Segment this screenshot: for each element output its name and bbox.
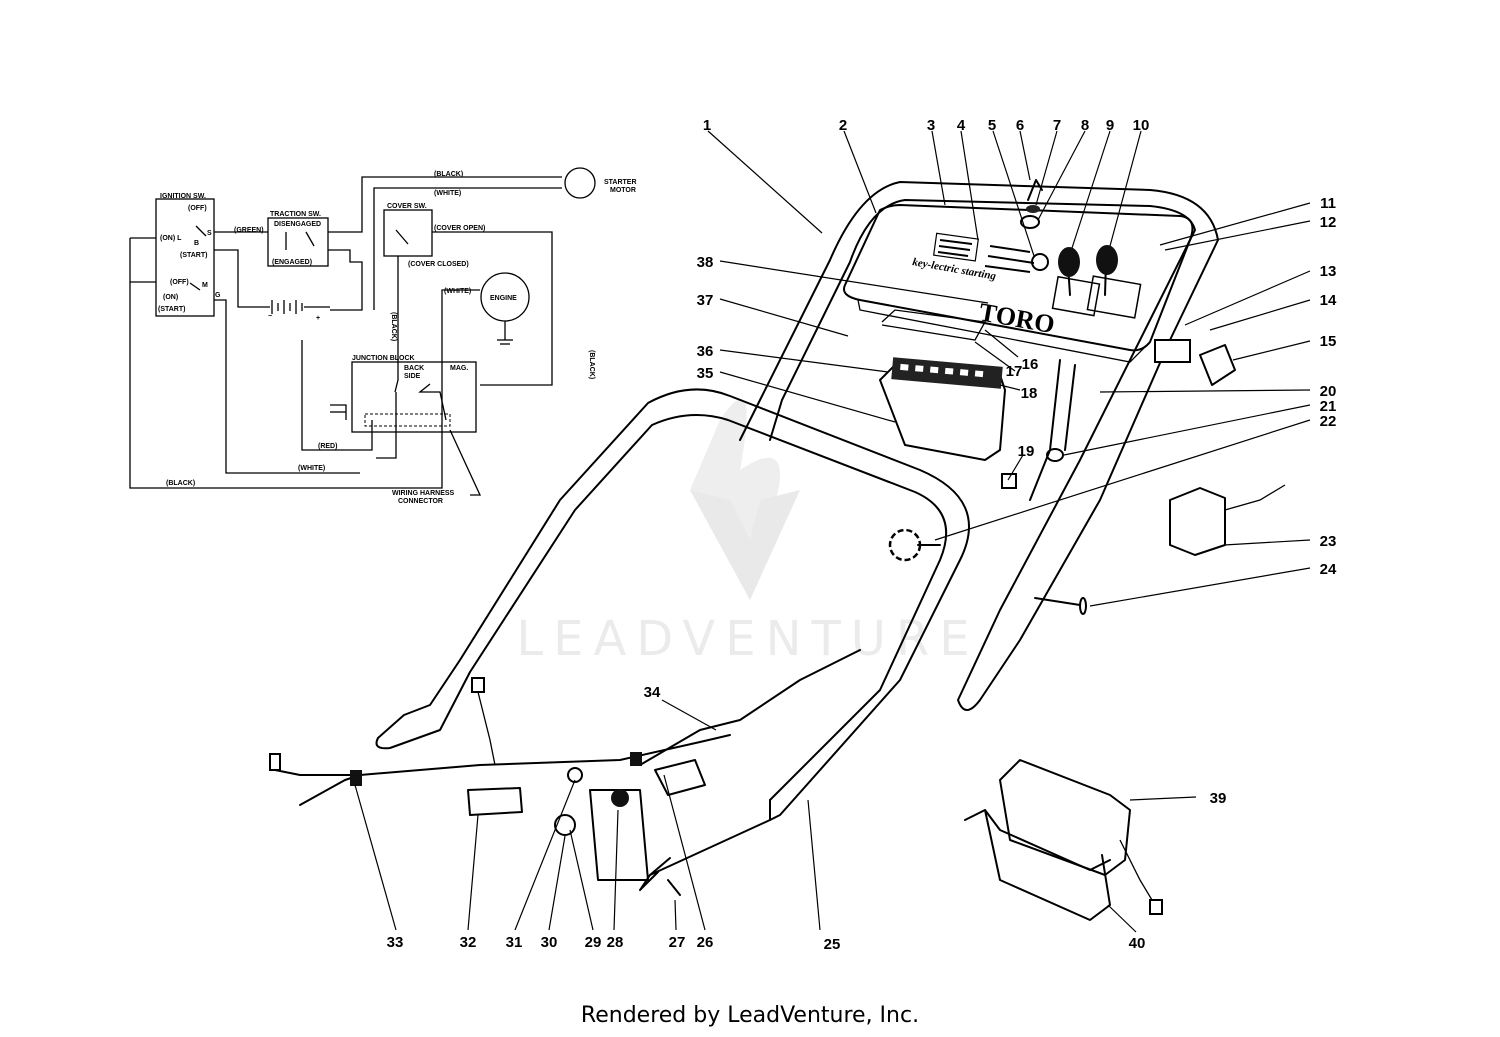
callout-numbers: 1 2 3 4 5 6 7 8 9 10 11 12 13 14 15 16 1… (387, 117, 1337, 953)
callout-17: 17 (1006, 363, 1023, 380)
ignition-switch-label: IGNITION SW. (160, 193, 206, 200)
callout-35: 35 (697, 365, 714, 382)
callout-1: 1 (703, 117, 711, 134)
lever-9 (1051, 247, 1101, 317)
back-label: BACK (404, 365, 424, 372)
footer-credit: Rendered by LeadVenture, Inc. (580, 1003, 920, 1028)
starter-label-2: MOTOR (610, 187, 636, 194)
callout-20: 20 (1320, 383, 1337, 400)
callout-3: 3 (927, 117, 935, 134)
starter-motor (564, 167, 596, 199)
callout-4: 4 (957, 117, 966, 134)
black-bottom-label: (BLACK) (166, 480, 195, 487)
g-label: G (215, 292, 221, 299)
callout-34: 34 (644, 684, 661, 701)
mag-label: MAG. (450, 365, 468, 372)
callout-39: 39 (1210, 790, 1227, 807)
callout-16: 16 (1022, 356, 1039, 373)
callout-26: 26 (697, 934, 714, 951)
callout-38: 38 (697, 254, 714, 271)
callout-6: 6 (1016, 117, 1024, 134)
callout-10: 10 (1133, 117, 1150, 134)
callout-37: 37 (697, 292, 714, 309)
callout-8: 8 (1081, 117, 1089, 134)
junction-block-label: JUNCTION BLOCK (352, 355, 415, 362)
junction-block (351, 361, 477, 433)
callout-14: 14 (1320, 292, 1337, 309)
harness-label-2: CONNECTOR (398, 498, 443, 505)
callout-15: 15 (1320, 333, 1337, 350)
callout-18: 18 (1021, 385, 1038, 402)
keylectric-decal: key-lectric starting (911, 256, 997, 283)
harness-label-1: WIRING HARNESS (392, 490, 455, 497)
watermark: LEADVENTURE (516, 398, 970, 667)
battery-minus: − (268, 313, 272, 320)
wiring-schematic: IGNITION SW. (OFF) (ON) L S B (START) (O… (129, 167, 637, 505)
callout-36: 36 (697, 343, 714, 360)
m-label: M (202, 282, 208, 289)
off-label: (OFF) (188, 205, 207, 212)
traction-switch-label: TRACTION SW. (270, 211, 321, 218)
callout-28: 28 (607, 934, 624, 951)
start-label: (START) (180, 252, 207, 259)
callout-21: 21 (1320, 398, 1337, 415)
white-bottom-label: (WHITE) (298, 465, 325, 472)
red-label: (RED) (318, 443, 337, 450)
black-top-label: (BLACK) (434, 171, 463, 178)
battery-symbol (246, 300, 330, 314)
callout-30: 30 (541, 934, 558, 951)
cover-closed-label: (COVER CLOSED) (408, 261, 469, 268)
battery-plus: + (316, 315, 320, 322)
black-vertical-label: (BLACK) (390, 312, 397, 341)
callout-19: 19 (1018, 443, 1035, 460)
disengaged-label: DISENGAGED (274, 221, 321, 228)
callout-22: 22 (1320, 413, 1337, 430)
callout-32: 32 (460, 934, 477, 951)
callout-33: 33 (387, 934, 404, 951)
cover-switch-box (383, 209, 433, 257)
s-label: S (207, 230, 212, 237)
leader-lines (354, 130, 1311, 933)
engaged-label: (ENGAGED) (272, 259, 312, 266)
ignition-switch-box (155, 198, 215, 317)
callout-7: 7 (1053, 117, 1061, 134)
callout-13: 13 (1320, 263, 1337, 280)
callout-24: 24 (1320, 561, 1337, 578)
on-l-label: (ON) L (160, 235, 182, 242)
callout-9: 9 (1106, 117, 1114, 134)
callout-27: 27 (669, 934, 686, 951)
b-label: B (194, 240, 199, 247)
traction-switch-box (267, 217, 329, 267)
handle-assembly: key-lectric starting TORO (269, 179, 1286, 921)
starter-label-1: STARTER (604, 179, 637, 186)
off2-label: (OFF) (170, 279, 189, 286)
engine-label: ENGINE (490, 295, 517, 302)
callout-5: 5 (988, 117, 996, 134)
black-right-label: (BLACK) (588, 350, 595, 379)
white-engine-label: (WHITE) (444, 288, 471, 295)
green-label: (GREEN) (234, 227, 264, 234)
callout-23: 23 (1320, 533, 1337, 550)
cover-open-label: (COVER OPEN) (434, 225, 485, 232)
callout-25: 25 (824, 936, 841, 953)
callout-12: 12 (1320, 214, 1337, 231)
on2-label: (ON) (163, 294, 178, 301)
side-label: SIDE (404, 373, 421, 380)
white-top-label: (WHITE) (434, 190, 461, 197)
callout-40: 40 (1129, 935, 1146, 952)
lever-10 (1086, 245, 1142, 319)
start2-label: (START) (158, 306, 185, 313)
callout-11: 11 (1320, 195, 1336, 212)
cover-switch-label: COVER SW. (387, 203, 427, 210)
callout-29: 29 (585, 934, 602, 951)
callout-2: 2 (839, 117, 847, 134)
callout-31: 31 (506, 934, 523, 951)
